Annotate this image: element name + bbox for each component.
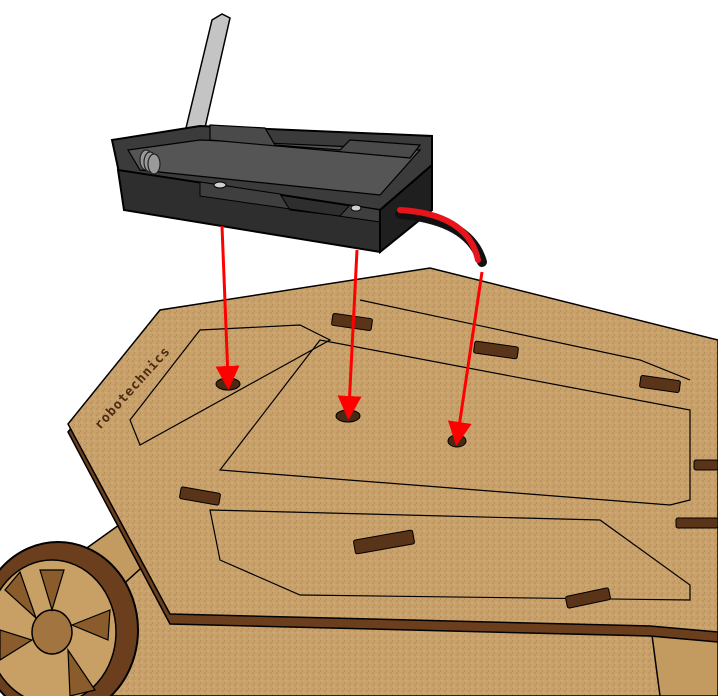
plate-hole-2 (336, 410, 360, 422)
holder-left-screw (214, 182, 226, 188)
battery-holder-icon (112, 14, 482, 262)
wooden-chassis-plate: robotechnics (68, 268, 718, 642)
plate-hole-1 (216, 378, 240, 390)
spring-lever (186, 14, 230, 132)
holder-right-screw (351, 205, 361, 211)
plate-hole-3 (448, 435, 466, 447)
